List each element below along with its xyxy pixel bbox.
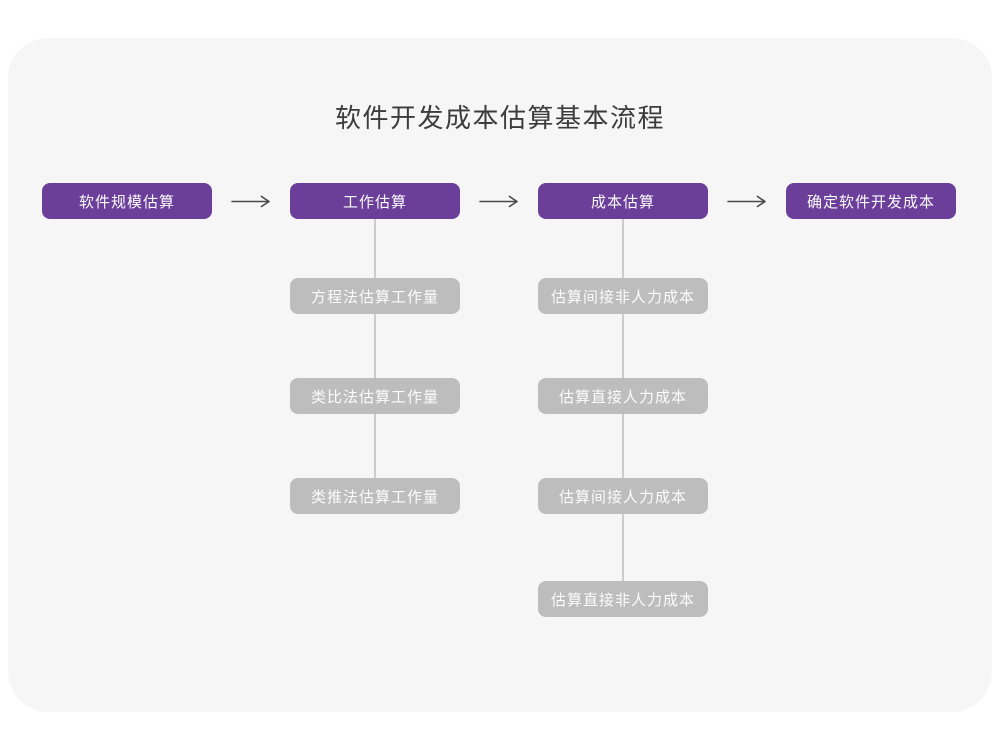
connector-line-work-estimation (374, 219, 376, 496)
subnode-equation-method: 方程法估算工作量 (290, 278, 460, 314)
subnode-direct-labor-cost: 估算直接人力成本 (538, 378, 708, 414)
arrow-right-icon (727, 195, 767, 208)
subnode-indirect-nonlabor-cost: 估算间接非人力成本 (538, 278, 708, 314)
subnode-indirect-labor-cost: 估算间接人力成本 (538, 478, 708, 514)
flow-node-determine-dev-cost: 确定软件开发成本 (786, 183, 956, 219)
diagram-card (8, 38, 992, 712)
arrow-right-icon (479, 195, 519, 208)
subnode-direct-nonlabor-cost: 估算直接非人力成本 (538, 581, 708, 617)
subnode-extrapolation-method: 类推法估算工作量 (290, 478, 460, 514)
flow-node-software-scale-estimation: 软件规模估算 (42, 183, 212, 219)
diagram-title: 软件开发成本估算基本流程 (334, 103, 665, 133)
subnode-analogy-method: 类比法估算工作量 (290, 378, 460, 414)
flow-node-cost-estimation: 成本估算 (538, 183, 708, 219)
arrow-right-icon (231, 195, 271, 208)
flow-node-work-estimation: 工作估算 (290, 183, 460, 219)
